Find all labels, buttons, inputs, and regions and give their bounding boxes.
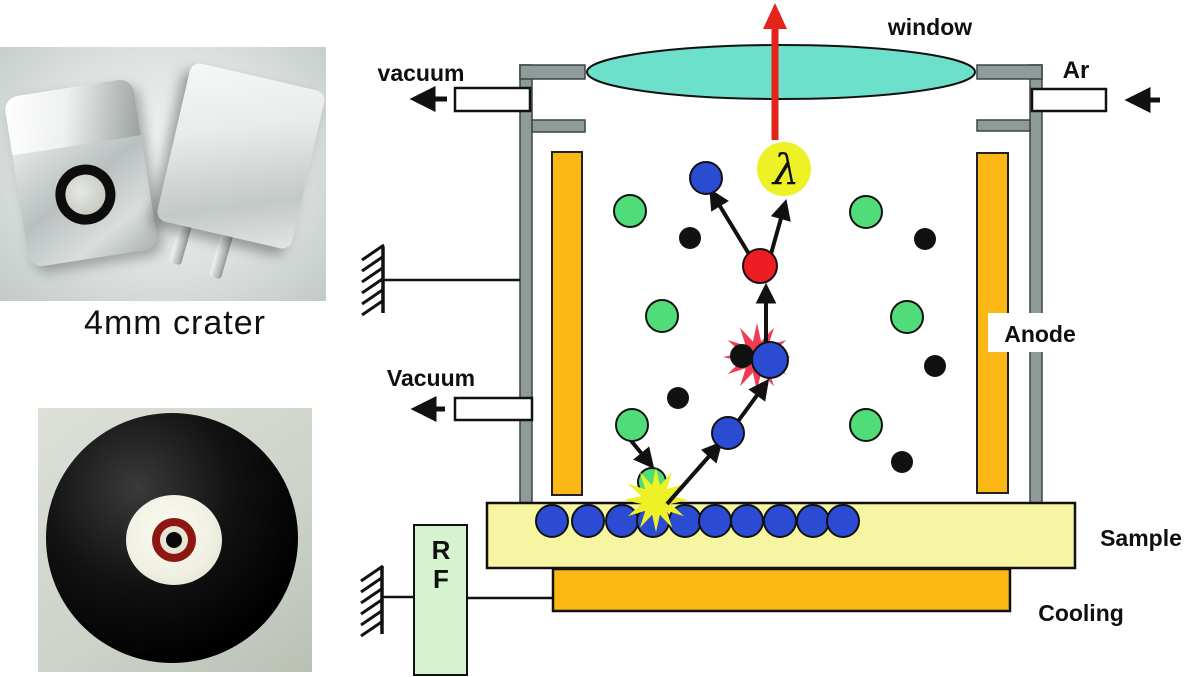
sample-label: Sample xyxy=(1100,525,1182,551)
sputtered-atom-colliding xyxy=(751,341,789,379)
rf-generator-box xyxy=(413,524,468,676)
photon-circle xyxy=(757,142,811,196)
chamber-top-right xyxy=(976,64,1043,80)
vacuum-port-top xyxy=(453,86,532,113)
window-label: window xyxy=(887,14,972,40)
argon-inlet-port xyxy=(1030,87,1108,113)
port-arrows xyxy=(409,86,1160,422)
electron xyxy=(667,387,689,409)
electrons xyxy=(667,227,946,473)
argon-atom xyxy=(849,408,883,442)
cooling-label: Cooling xyxy=(1038,600,1124,626)
ground-symbol-upper xyxy=(361,243,385,317)
chamber-walls xyxy=(519,64,1043,504)
sample-atom xyxy=(571,504,605,538)
argon-atoms xyxy=(613,194,924,442)
ports xyxy=(453,86,1108,422)
vacuum-top-label: vacuum xyxy=(378,60,465,86)
optical-window xyxy=(586,44,976,100)
electron xyxy=(914,228,936,250)
argon-atom xyxy=(615,408,649,442)
photon-arrow xyxy=(767,198,791,262)
ejection-arrow xyxy=(665,441,723,506)
cooling-block xyxy=(551,567,1012,613)
sample-cans-photo xyxy=(0,47,326,301)
vacuum-port-mid xyxy=(453,396,534,422)
lambda-symbol: λ xyxy=(771,145,800,194)
argon-atom xyxy=(613,194,647,228)
ground-symbol-lower xyxy=(360,564,384,638)
collision-arrow xyxy=(734,378,770,426)
sputtered-atom xyxy=(711,416,745,450)
sample-atom xyxy=(826,504,860,538)
decay-arrow-left xyxy=(709,188,751,256)
chamber-top-left xyxy=(519,64,586,80)
argon-label: Ar xyxy=(1063,57,1090,84)
sample-atom xyxy=(730,504,764,538)
argon-atom xyxy=(645,299,679,333)
sample-atom xyxy=(535,504,569,538)
chamber-flange-left xyxy=(531,119,586,133)
rf-circuit xyxy=(360,243,553,638)
rf-label-r: R xyxy=(432,535,451,565)
sample-atom xyxy=(796,504,830,538)
electron xyxy=(891,451,913,473)
disc-inner-ring xyxy=(160,526,188,554)
sample-atom xyxy=(698,504,732,538)
disc-red-ring xyxy=(152,518,196,562)
black-disc xyxy=(46,413,298,663)
sample-atom-row xyxy=(535,504,860,538)
sputtered-atoms xyxy=(689,161,789,450)
anode-label-plate xyxy=(988,313,1115,352)
chamber-flange-right xyxy=(976,119,1031,132)
electron xyxy=(924,355,946,377)
argon-atom xyxy=(849,195,883,229)
crater-caption: 4mm crater xyxy=(84,304,266,342)
vacuum-mid-label: Vacuum xyxy=(387,365,475,391)
argon-atom xyxy=(890,300,924,334)
chamber-wall-right xyxy=(1029,64,1043,504)
electron xyxy=(679,227,701,249)
chamber-wall-left xyxy=(519,64,533,504)
electron xyxy=(730,344,754,368)
trajectory-arrows xyxy=(626,188,791,506)
sputtered-atom xyxy=(689,161,723,195)
disc-center-hole xyxy=(166,532,182,548)
anode-label: Anode xyxy=(1004,321,1076,347)
disc-sample-photo xyxy=(38,408,312,672)
emission-arrow xyxy=(763,3,787,140)
sample-atom xyxy=(763,504,797,538)
rf-label-f: F xyxy=(433,564,449,594)
anode-bar-left xyxy=(551,151,583,496)
excited-atom xyxy=(742,248,778,284)
sample-atom xyxy=(605,504,639,538)
disc-white-center xyxy=(126,495,222,585)
